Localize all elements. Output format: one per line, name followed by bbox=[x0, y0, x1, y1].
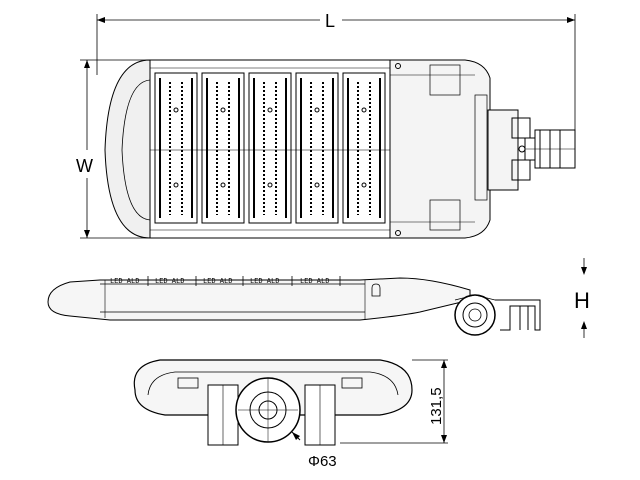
led-module-5 bbox=[342, 72, 386, 224]
length-label: L bbox=[325, 11, 335, 31]
svg-text:LED ALD: LED ALD bbox=[110, 278, 139, 286]
height-label: H bbox=[574, 288, 590, 313]
width-dimension bbox=[80, 59, 150, 239]
screw-icon bbox=[395, 63, 401, 69]
svg-text:LED ALD: LED ALD bbox=[203, 278, 232, 286]
height-dimension bbox=[581, 258, 587, 338]
side-housing bbox=[47, 277, 471, 321]
svg-text:LED ALD: LED ALD bbox=[300, 278, 329, 286]
width-label: W bbox=[76, 156, 93, 176]
side-height-dimension bbox=[340, 359, 448, 444]
pole-bracket-top bbox=[487, 109, 576, 191]
side-view: LED ALD LED ALD LED ALD LED ALD LED ALD … bbox=[47, 258, 590, 338]
side-height-label: 131,5 bbox=[428, 387, 445, 425]
top-view: L W bbox=[76, 11, 576, 239]
led-module-1 bbox=[154, 72, 198, 224]
led-module-4 bbox=[295, 72, 339, 224]
svg-text:LED ALD: LED ALD bbox=[155, 278, 184, 286]
led-module-2 bbox=[201, 72, 245, 224]
front-view: 131,5 Φ63 bbox=[133, 359, 448, 470]
housing-outline bbox=[104, 59, 151, 239]
pole-clamp-side bbox=[454, 294, 496, 336]
svg-text:LED ALD: LED ALD bbox=[250, 278, 279, 286]
led-module-3 bbox=[248, 72, 292, 224]
length-dimension bbox=[96, 14, 576, 140]
pole-diameter-label: Φ63 bbox=[308, 453, 337, 470]
screw-icon bbox=[395, 230, 401, 236]
